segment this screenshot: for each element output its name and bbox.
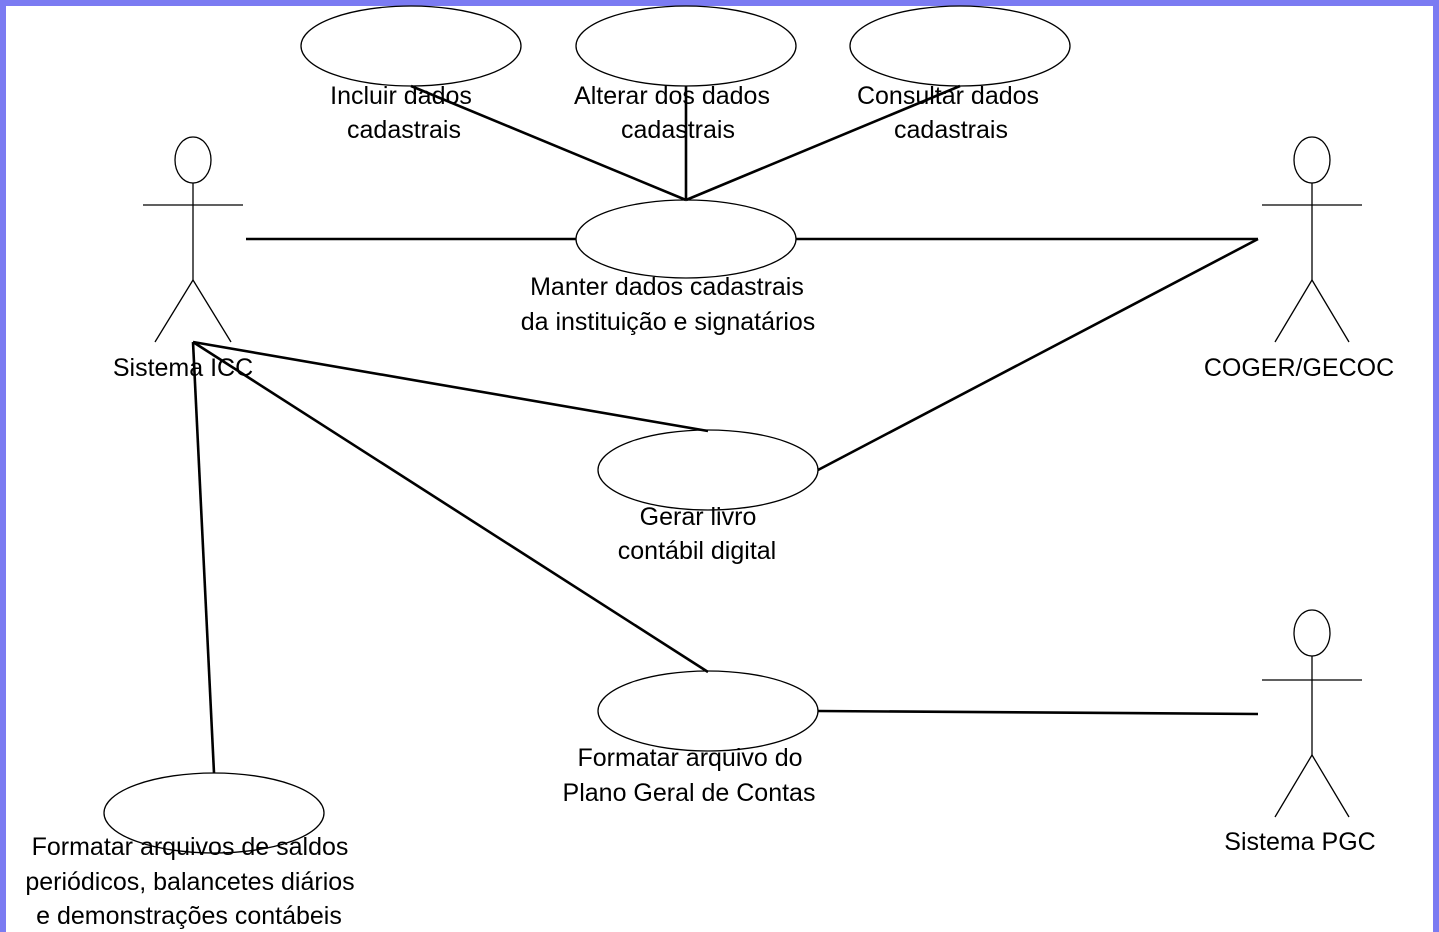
use-case-label-formatar-pgc-line1: Formatar arquivo do [577, 744, 802, 772]
use-case-alterar-ellipse [575, 5, 797, 87]
actor-sistema-icc [143, 136, 243, 343]
actor-head [174, 136, 212, 184]
use-case-label-manter-line2: da instituição e signatários [521, 308, 816, 336]
use-case-label-incluir-line1: Incluir dados [330, 82, 472, 110]
use-case-consultar-ellipse [849, 5, 1071, 87]
actor-coger-gecoc [1262, 136, 1362, 343]
use-case-incluir-ellipse [300, 5, 522, 87]
actor-sistema-pgc [1262, 609, 1362, 818]
use-case-manter-ellipse [575, 199, 797, 279]
use-case-label-consultar-line2: cadastrais [894, 116, 1008, 144]
association-formatar-pgc-sistema-pgc [817, 709, 1259, 716]
use-case-label-alterar-line2: cadastrais [621, 116, 735, 144]
association-icc-formatar-pgc [192, 340, 709, 674]
actor-head [1293, 136, 1331, 184]
actor-label-coger-gecoc: COGER/GECOC [1204, 354, 1394, 382]
actor-left-leg [154, 279, 194, 343]
use-case-label-formatar-saldos-line1: Formatar arquivos de saldos [32, 833, 349, 861]
use-case-label-consultar-line1: Consultar dados [857, 82, 1039, 110]
use-case-label-formatar-saldos-line3: e demonstrações contábeis [36, 902, 342, 930]
use-case-gerar-livro-ellipse [597, 429, 819, 511]
association-consultar-manter [685, 84, 961, 202]
use-case-label-formatar-saldos-line2: periódicos, balancetes diários [25, 868, 354, 896]
actor-right-leg [1311, 754, 1350, 818]
use-case-formatar-pgc-ellipse [597, 670, 819, 752]
actor-head [1293, 609, 1331, 657]
association-coger-gerar-livro [817, 237, 1259, 472]
actor-left-leg [1274, 279, 1313, 343]
use-case-label-manter-line1: Manter dados cadastrais [530, 273, 804, 301]
actor-right-leg [1311, 279, 1350, 343]
actor-right-leg [192, 279, 232, 343]
association-icc-formatar-saldos [191, 341, 216, 774]
use-case-label-incluir-line2: cadastrais [347, 116, 461, 144]
actor-left-leg [1274, 754, 1313, 818]
use-case-label-gerar-livro-line1: Gerar livro [640, 503, 757, 531]
actor-label-sistema-pgc: Sistema PGC [1224, 828, 1375, 856]
association-icc-gerar-livro [192, 340, 709, 433]
use-case-label-gerar-livro-line2: contábil digital [618, 537, 776, 565]
use-case-label-alterar-line1: Alterar dos dados [574, 82, 770, 110]
association-incluir-manter [410, 84, 687, 202]
actor-label-sistema-icc: Sistema ICC [113, 354, 253, 382]
use-case-label-formatar-pgc-line2: Plano Geral de Contas [563, 779, 816, 807]
